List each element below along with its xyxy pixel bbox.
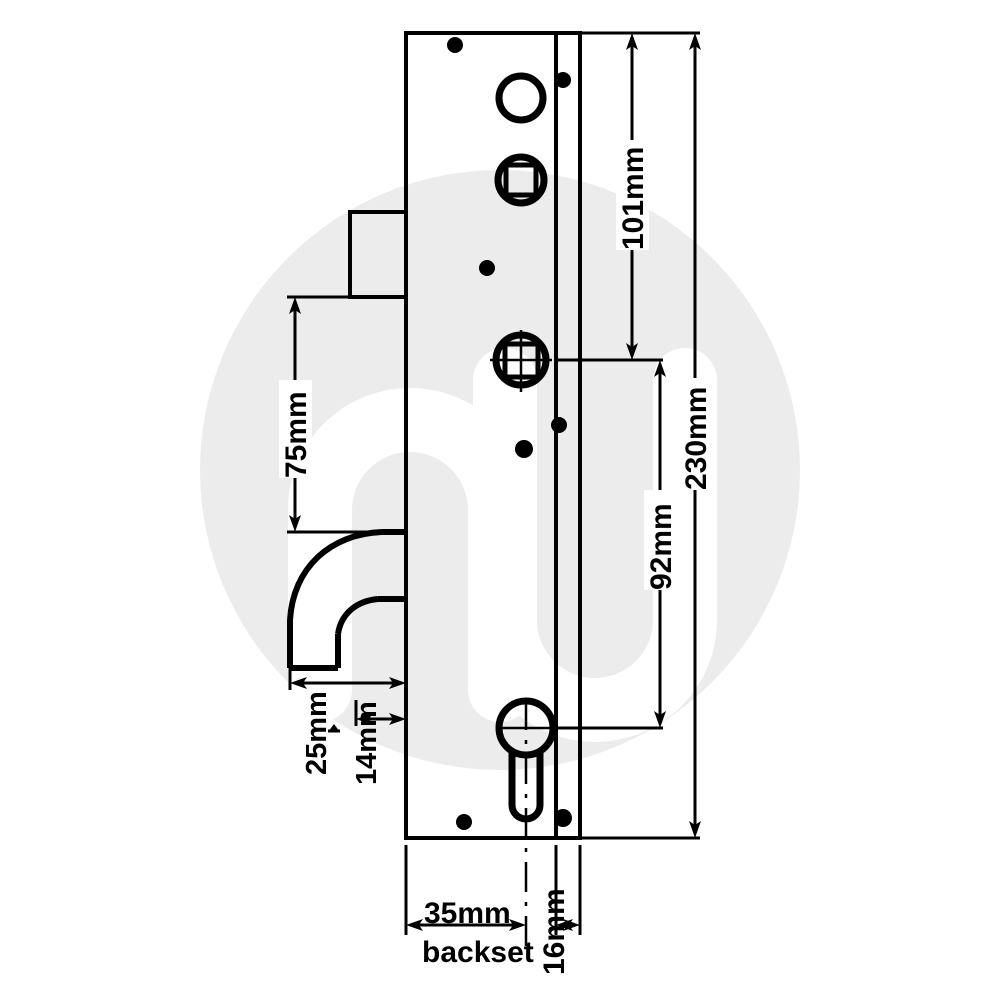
lock-keep-tab <box>348 210 406 299</box>
dimension-backset-label: backset <box>422 936 534 969</box>
fixing-hole-top-icon <box>447 37 463 53</box>
spindle-hole-upper-icon <box>494 153 548 207</box>
dimension-92mm: 92mm <box>644 360 678 728</box>
dimension-230mm-label: 230mm <box>680 387 713 490</box>
dimension-25mm: 25mm <box>288 645 408 775</box>
dimension-230mm: 230mm <box>679 33 713 838</box>
fixing-hole-mid-upper-icon <box>479 260 495 276</box>
dimension-101mm-label: 101mm <box>617 147 650 250</box>
hook-bolt-shape <box>287 529 406 671</box>
dimension-16mm-label: 16mm <box>538 888 571 975</box>
dimension-101mm: 101mm <box>616 33 650 360</box>
centre-lines <box>490 330 556 952</box>
bottom-extension-lines <box>404 845 582 935</box>
right-extension-lines <box>556 31 700 840</box>
fixing-hole-bottom-right-icon <box>554 809 572 827</box>
round-hole-icon <box>495 72 547 124</box>
dimension-14mm: 14mm <box>351 700 406 785</box>
watermark-logo <box>200 170 800 770</box>
dimension-75mm-label: 75mm <box>280 391 313 478</box>
dimension-35mm-backset: 35mm backset <box>406 897 534 969</box>
dimension-35mm-label: 35mm <box>424 897 511 930</box>
fixing-hole-mid-left-icon <box>515 440 533 458</box>
dimension-92mm-label: 92mm <box>645 503 678 590</box>
fixing-hole-bottom-left-icon <box>456 814 472 830</box>
spindle-square-upper-icon <box>503 162 539 198</box>
dimension-75mm: 75mm <box>279 297 313 532</box>
dimension-25mm-label: 25mm <box>301 691 333 775</box>
fixing-hole-mid-right-icon <box>551 417 567 433</box>
left-extension-lines <box>287 295 406 534</box>
dimension-14mm-label: 14mm <box>351 701 383 785</box>
fixing-hole-upper-right-icon <box>555 72 571 88</box>
dimension-16mm: 16mm <box>538 888 580 975</box>
